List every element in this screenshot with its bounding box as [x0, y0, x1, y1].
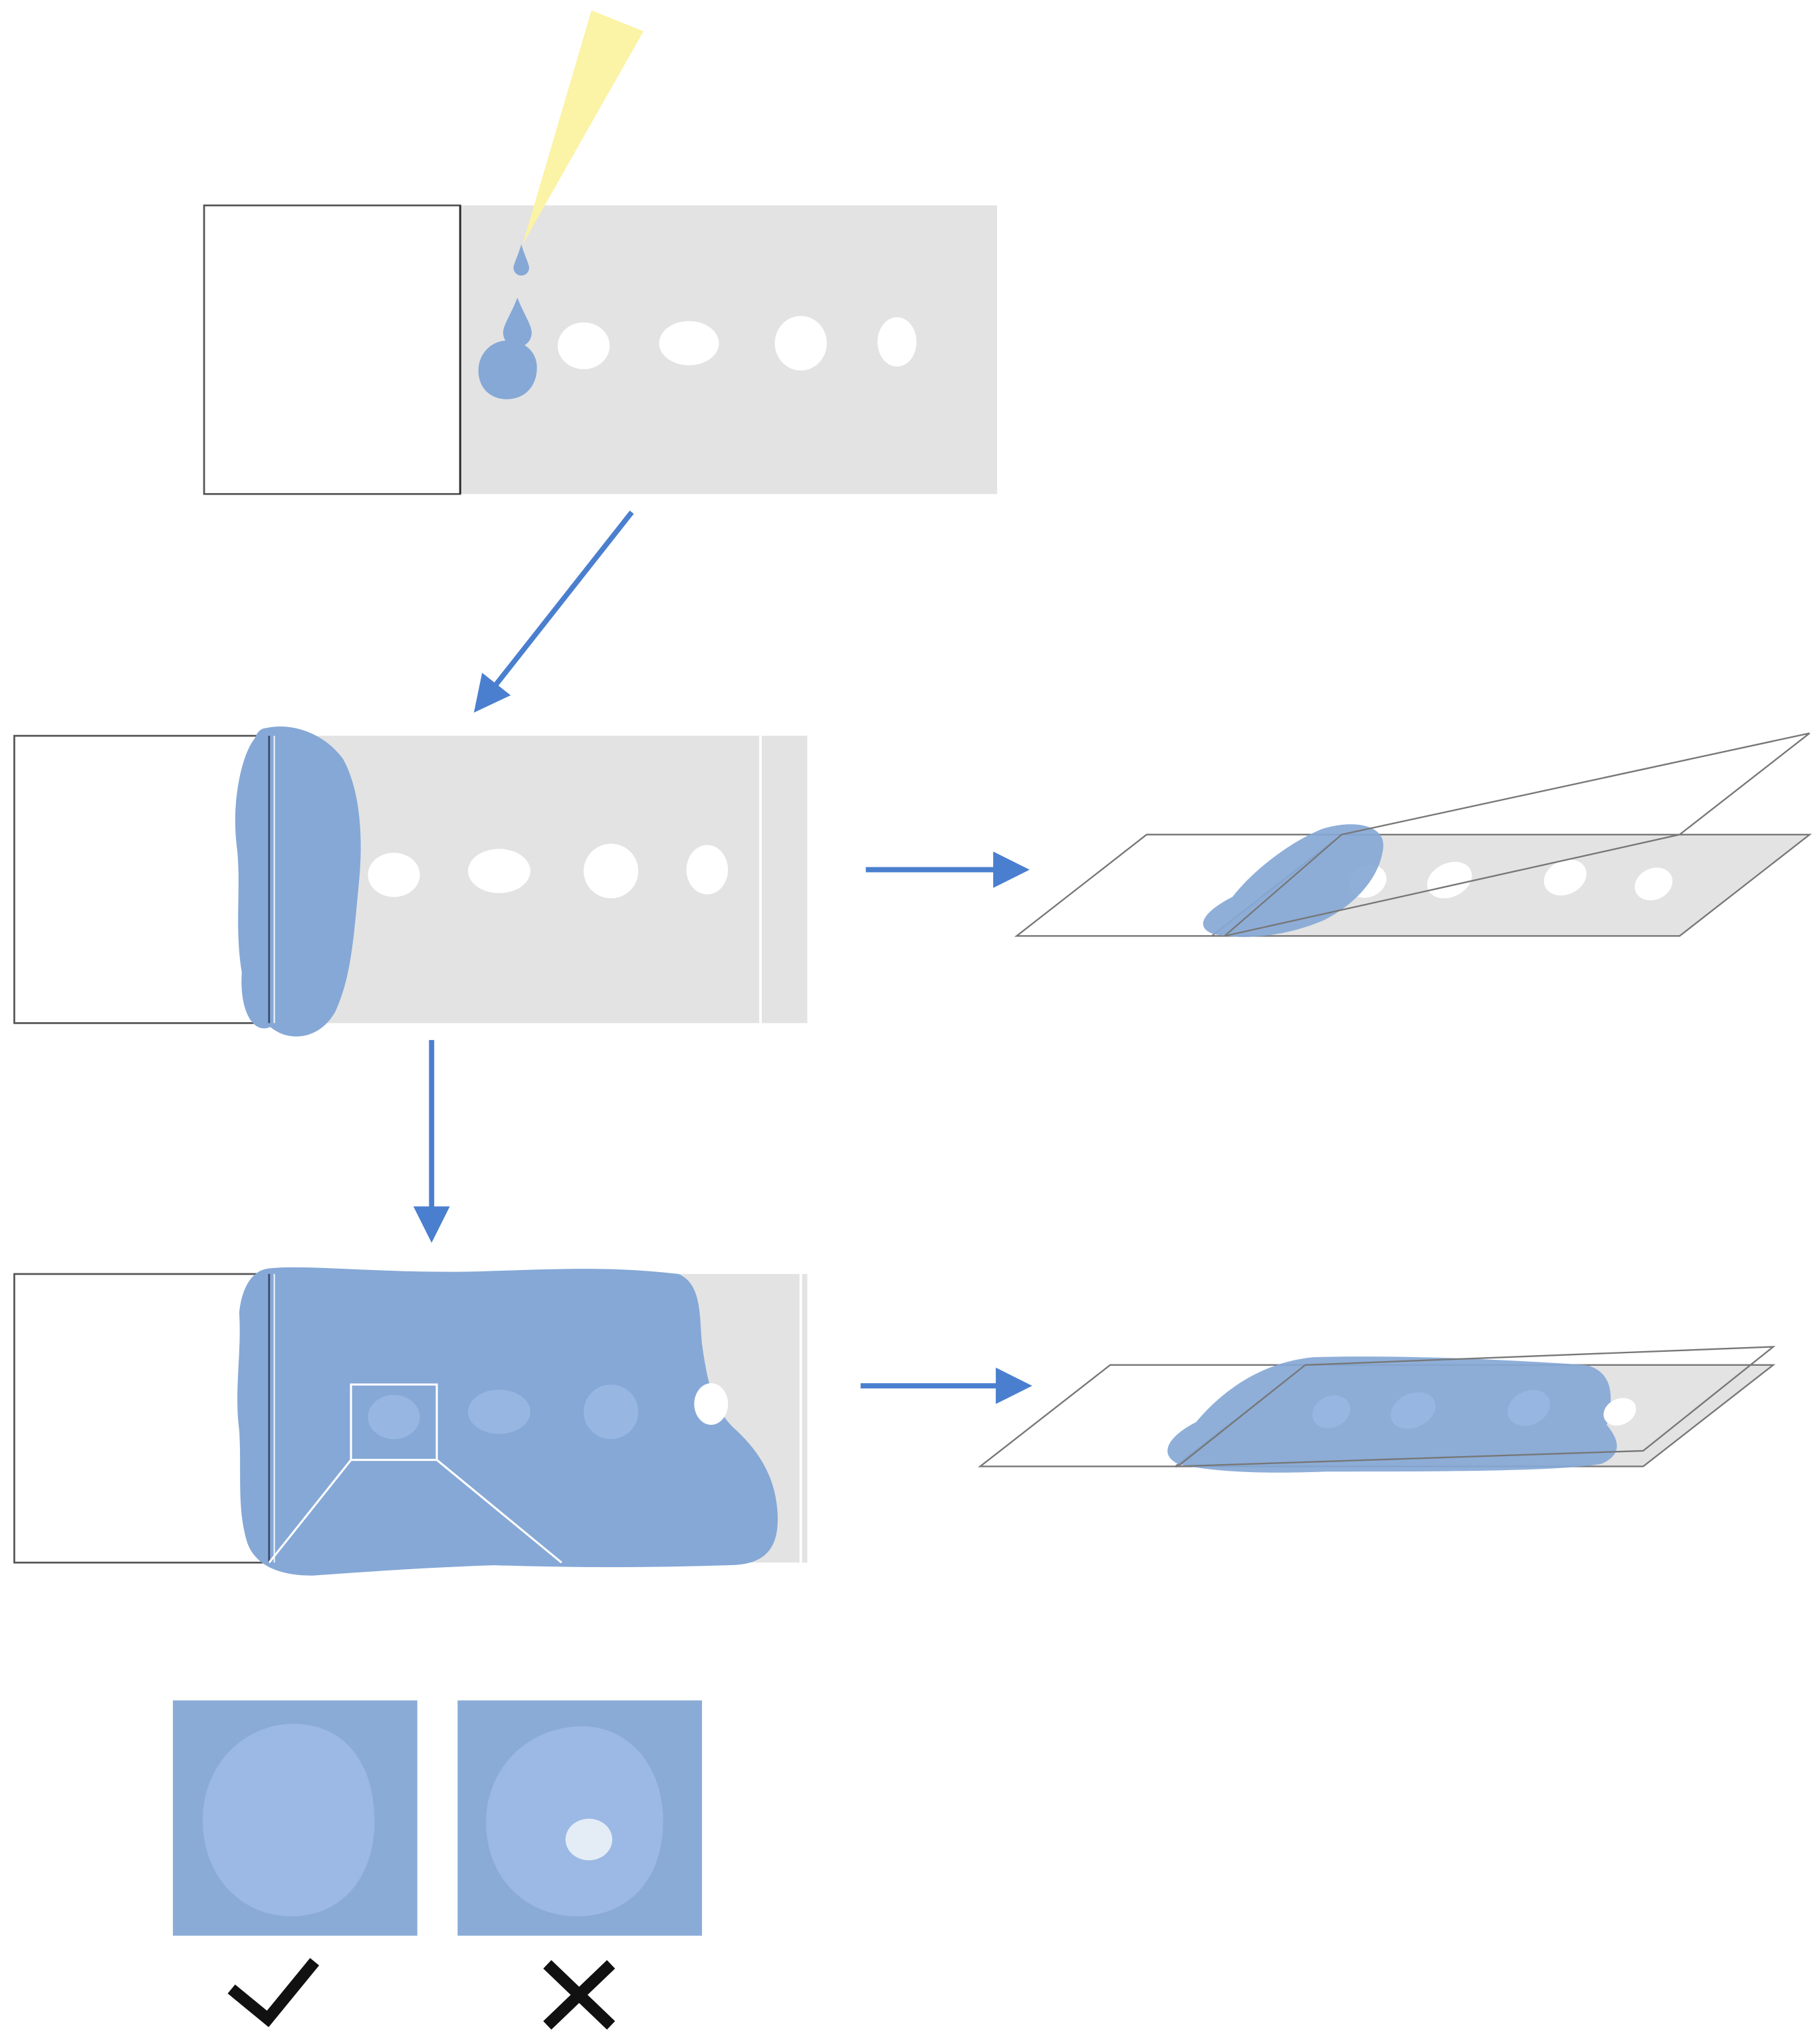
zoom-tissue-section — [486, 1726, 663, 1917]
zoom-guide-left — [268, 1459, 352, 1564]
tissue-section — [368, 853, 420, 897]
falling-drop-small — [513, 244, 529, 276]
inspection-good-panel — [173, 1700, 417, 1936]
perspective-slide-coverslip-mounted — [978, 1346, 1776, 1473]
zoom-guide-right — [436, 1459, 562, 1564]
tissue-section — [558, 322, 610, 370]
tissue-section — [1507, 1390, 1550, 1426]
frosted-label-end — [13, 734, 271, 1024]
air-bubble — [565, 1818, 613, 1861]
zoom-tissue-section — [202, 1723, 375, 1917]
slide-outline-perspective — [1014, 833, 1812, 937]
pipette-tip — [522, 10, 644, 245]
tissue-section — [659, 321, 719, 366]
tissue-section — [877, 317, 917, 367]
tissue-sections-under-mountant — [1312, 1390, 1550, 1429]
coverslip-flat — [1175, 1346, 1776, 1467]
frosted-label-end — [203, 204, 461, 495]
tissue-section — [584, 843, 639, 899]
step-2-slide — [13, 726, 808, 1037]
check-mark-icon — [227, 1958, 320, 2028]
tissue-section — [1391, 1392, 1436, 1429]
tissue-sections — [368, 843, 729, 899]
tissue-sections — [558, 316, 917, 371]
tissue-section — [468, 849, 530, 893]
perspective-slide-coverslip-lowering — [1014, 732, 1812, 937]
tissue-section — [686, 845, 729, 895]
tissue-section — [468, 1390, 530, 1434]
tissue-section — [1426, 861, 1472, 899]
falling-drop-large — [503, 297, 532, 348]
uncovered-tissue-section — [1603, 1398, 1637, 1426]
tissue-section — [1312, 1395, 1351, 1428]
uncovered-tissue-section — [694, 1383, 729, 1425]
step-3-slide — [13, 1267, 808, 1576]
tissue-section — [774, 316, 827, 371]
mountant-drop — [478, 340, 537, 399]
inspection-zoom-box — [350, 1383, 438, 1461]
mountant-spread-perspective — [1202, 824, 1384, 937]
tissue-section — [368, 1394, 420, 1440]
step-1-slide — [203, 10, 998, 495]
cross-mark-icon — [543, 1960, 616, 2030]
inspection-bad-panel — [457, 1700, 703, 1936]
slide-glass — [460, 205, 998, 494]
arrow-step1-to-step2 — [473, 510, 634, 713]
mountant-spread-edge — [235, 726, 361, 1037]
tissue-sections-under-mountant — [368, 1384, 639, 1440]
coverslip-tilted — [1224, 732, 1811, 937]
frosted-label-end — [13, 1273, 271, 1564]
tissue-section — [1635, 867, 1673, 901]
tissue-section — [1543, 859, 1587, 896]
tissue-section — [584, 1384, 639, 1440]
